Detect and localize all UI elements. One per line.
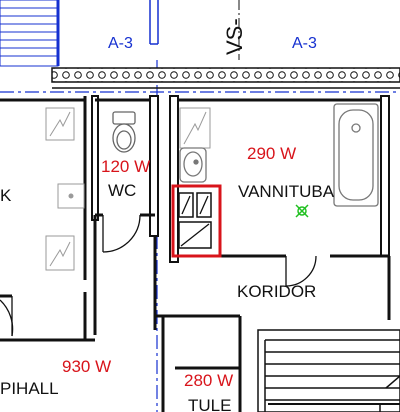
toilet-icon — [112, 111, 136, 153]
room-label-pihall: PIHALL — [0, 379, 59, 398]
grid-label-right: A-3 — [292, 35, 317, 52]
ceiling-light-icon — [295, 204, 309, 218]
stairs — [257, 329, 400, 412]
section-marker-label: VS- — [222, 18, 247, 55]
room-label-koridor: KORIDOR — [237, 282, 316, 301]
room-label-wc: WC — [108, 181, 136, 200]
room-power-tule: 280 W — [184, 371, 233, 390]
room-label-left: K — [0, 186, 12, 205]
walls — [0, 95, 391, 412]
right-edge-marker — [379, 375, 400, 412]
room-label-vannituba: VANNITUBA — [238, 182, 335, 201]
doors — [0, 214, 317, 337]
left-room-fixtures — [45, 107, 85, 271]
sink-icon — [179, 147, 207, 183]
heater-panel-icon[interactable] — [171, 184, 222, 258]
top-left-hatch-block — [0, 0, 159, 67]
room-power-pihall: 930 W — [62, 357, 111, 376]
grid-label-left: A-3 — [108, 35, 133, 52]
bath-wall-panel — [179, 107, 211, 149]
room-label-tule: TULE — [188, 396, 231, 412]
bathtub-icon — [333, 103, 379, 207]
room-power-vannituba: 290 W — [247, 144, 296, 163]
exterior-wall-insulation — [51, 67, 400, 89]
room-power-wc: 120 W — [101, 157, 150, 176]
